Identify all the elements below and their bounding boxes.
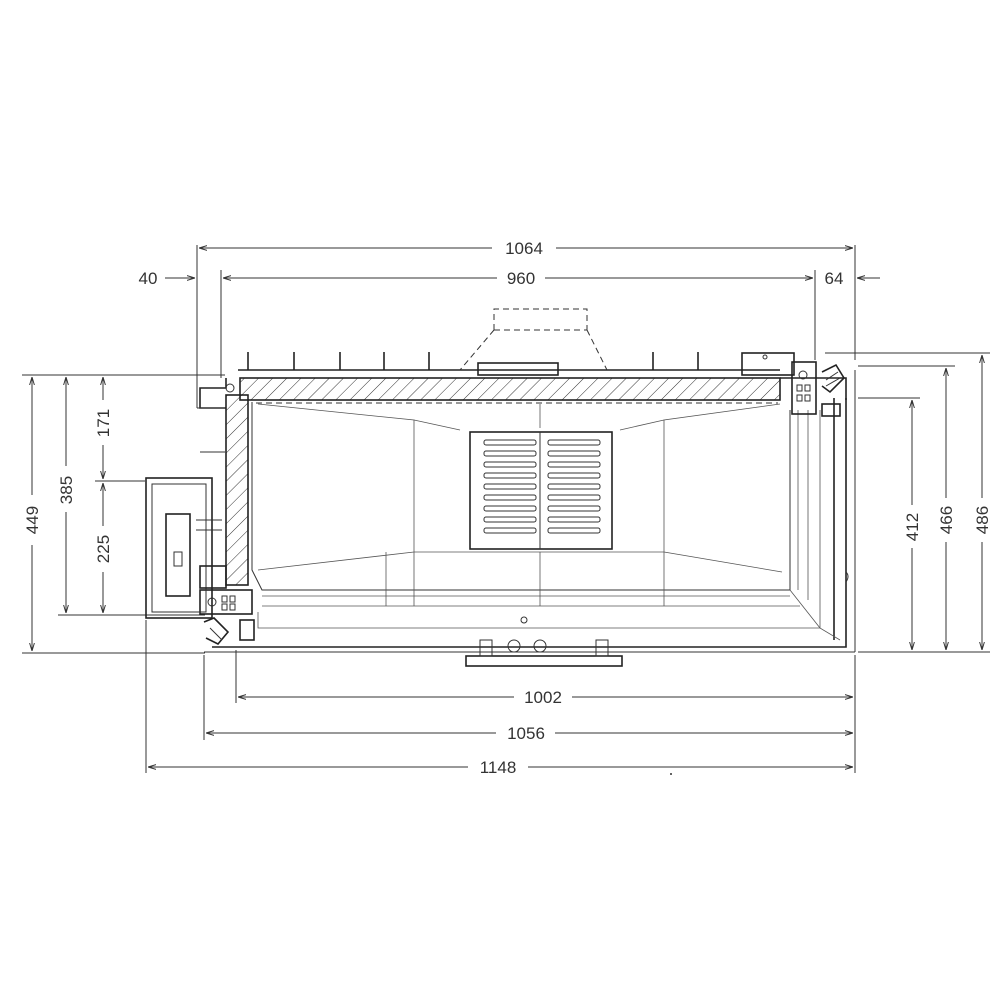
grate-slot <box>547 527 601 534</box>
dim-top-left-offset: 40 <box>139 269 158 288</box>
grate-slot <box>547 494 601 501</box>
grate-slot <box>547 516 601 523</box>
fireplace-body <box>145 308 856 775</box>
grate-slot <box>483 505 537 512</box>
dim-right-inner-height: 412 <box>903 513 922 541</box>
left-wall-hatch <box>225 394 249 586</box>
dim-right-mid-height: 466 <box>937 506 956 534</box>
dimension-lines <box>22 245 990 773</box>
grate-slot <box>547 450 601 457</box>
grate-slot <box>547 472 601 479</box>
grate-slot <box>483 461 537 468</box>
top-wall-hatch <box>239 377 781 401</box>
flue-collar <box>459 308 608 376</box>
grate-slot <box>547 461 601 468</box>
dim-left-lower-height: 225 <box>94 535 113 563</box>
grate-slot <box>483 483 537 490</box>
combustion-chamber <box>251 402 841 641</box>
dim-left-mid-height: 385 <box>57 476 76 504</box>
dim-right-outer-height: 486 <box>973 506 992 534</box>
dimension-labels: 1064 960 40 64 449 385 225 171 412 466 4… <box>23 239 992 777</box>
dim-left-outer-height: 449 <box>23 506 42 534</box>
grate-slot <box>483 527 537 534</box>
dim-bottom-mid: 1056 <box>507 724 545 743</box>
dim-top-right-offset: 64 <box>825 269 844 288</box>
dim-top-inner: 960 <box>507 269 535 288</box>
right-corner-bracket <box>791 361 846 417</box>
dim-left-upper-height: 171 <box>94 409 113 437</box>
dim-bottom-overall: 1148 <box>480 758 517 777</box>
dim-top-overall: 1064 <box>505 239 543 258</box>
grate-slot <box>483 439 537 446</box>
grate-slot <box>547 439 601 446</box>
top-anchor-ticks <box>238 352 780 371</box>
bottom-rail <box>465 616 623 667</box>
grate-slot <box>483 472 537 479</box>
side-control-box <box>145 477 227 619</box>
grate-slot <box>547 483 601 490</box>
dim-bottom-inner: 1002 <box>524 688 562 707</box>
grate-slot <box>483 516 537 523</box>
grate-grid <box>469 431 613 550</box>
grate-slot <box>547 505 601 512</box>
grate-slot <box>483 450 537 457</box>
grate-slot <box>483 494 537 501</box>
left-corner-bracket <box>199 589 255 645</box>
